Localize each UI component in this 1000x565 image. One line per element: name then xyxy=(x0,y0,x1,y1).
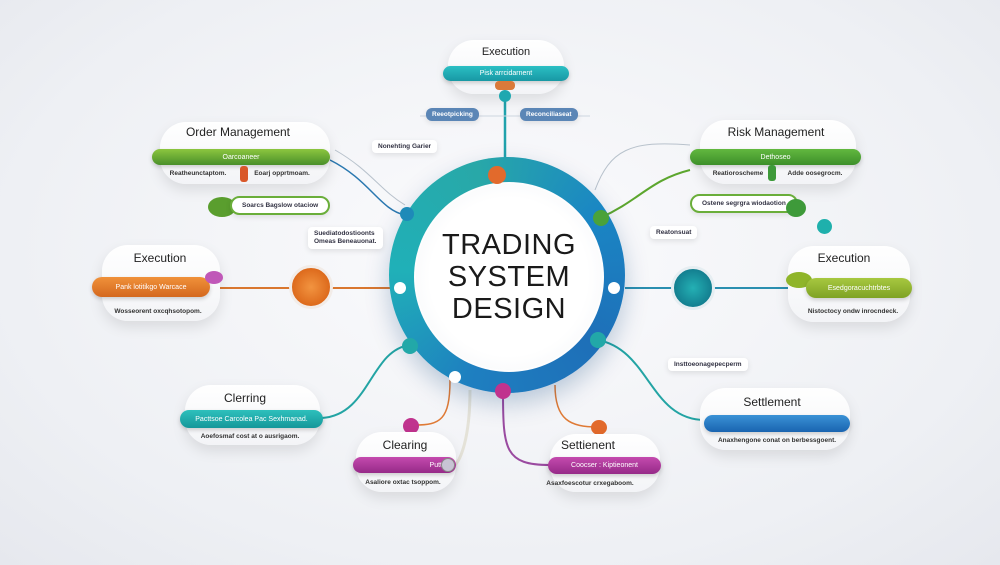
node-subtext: Asaxfoescotur crxegaboom. xyxy=(546,480,634,487)
title-line: SYSTEM xyxy=(447,261,571,293)
orange-dot xyxy=(591,420,607,435)
node-subtext: Wosseorent oxcqhsotopom. xyxy=(114,308,202,315)
node-subtext: Adde oosegrocm. xyxy=(787,170,843,177)
node-subtext: Anaxhengone conat on berbessgoent. xyxy=(717,437,837,444)
outlined-pill: Soarcs Bagslow otaciow xyxy=(230,196,331,215)
node-title: Settlement xyxy=(743,395,801,409)
hub-dot xyxy=(590,332,606,348)
pink-blob xyxy=(205,271,223,284)
hub-dot xyxy=(400,207,414,221)
hub-dot xyxy=(593,210,609,226)
node-title: Risk Management xyxy=(727,125,825,139)
hub-dot xyxy=(402,338,418,354)
node-title: Execution xyxy=(133,251,187,265)
teal-node-icon xyxy=(671,266,715,310)
node-bar: Oarcoaneer xyxy=(152,149,330,165)
green-blob xyxy=(786,272,812,288)
connector-knob xyxy=(240,166,248,182)
node-bar xyxy=(704,415,850,432)
outlined-pill: Ostene segrgra wiodaotion xyxy=(690,194,798,213)
central-title: TRADING SYSTEM DESIGN xyxy=(414,182,604,372)
node-subtext: Aoefosmaf cost at o ausrigaom. xyxy=(200,433,300,440)
teal-dot xyxy=(817,219,832,234)
node-subtext: Nistoctocy ondw inrocndeck. xyxy=(807,308,899,315)
node-bar: Coocser : Kiptieonent xyxy=(548,457,661,474)
node-bar: Pank lotitikgo Warcace xyxy=(92,277,210,297)
central-hub: TRADING SYSTEM DESIGN xyxy=(389,157,625,393)
node-subtext: Reatioroscheme xyxy=(712,170,764,177)
title-line: DESIGN xyxy=(451,293,567,325)
hub-dot xyxy=(488,166,506,184)
label: Insttoeonagepecperm xyxy=(668,358,748,371)
node-subtext: Asaliore oxtac tsoppom. xyxy=(365,479,441,486)
node-subtext: Eoarj opprtmoam. xyxy=(254,170,310,177)
green-node xyxy=(786,199,806,217)
node-bar: Putt xyxy=(353,457,456,473)
node-title: Order Management xyxy=(185,125,291,139)
grey-knob xyxy=(441,458,455,472)
connector-knob xyxy=(495,81,515,90)
tag-pill: Reeotpicking xyxy=(426,108,479,121)
hub-dot xyxy=(394,282,406,294)
node-bar: Dethoseo xyxy=(690,149,861,165)
hub-dot xyxy=(495,383,511,399)
hub-dot xyxy=(608,282,620,294)
pink-dot xyxy=(403,418,419,434)
tag-pill: Reconciliaseat xyxy=(520,108,578,121)
node-title: Settienent xyxy=(560,438,616,452)
label: Nonehting Garier xyxy=(372,140,438,153)
node-title: Clerring xyxy=(223,391,267,405)
label-line: Omeas Beneauonat. xyxy=(314,238,377,245)
connector-knob xyxy=(768,165,776,181)
node-bar: Pisk arrcidarnent xyxy=(443,66,569,81)
label-line: Suediatodostioonts xyxy=(314,230,375,237)
node-title: Execution xyxy=(817,251,871,265)
green-node xyxy=(208,197,236,217)
node-title: Clearing xyxy=(382,438,428,452)
node-bar: Esedgoracuchtrbtes xyxy=(806,278,912,298)
hub-dot xyxy=(449,371,461,383)
node-bar: Pacttsoe Carcolea Pac Sexhmanad. xyxy=(180,410,323,428)
label: Reatonsuat xyxy=(650,226,698,239)
node-subtext: Reatheunctaptom. xyxy=(169,170,227,177)
connector-dot xyxy=(499,90,511,102)
orange-node-icon xyxy=(289,265,333,309)
node-title: Execution xyxy=(481,46,531,58)
title-line: TRADING xyxy=(442,229,576,261)
